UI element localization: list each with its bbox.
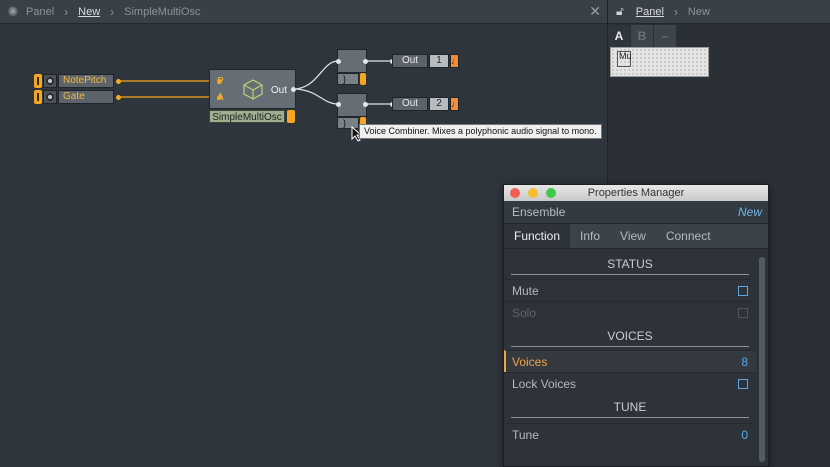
notepitch-pin[interactable]: [34, 74, 42, 88]
vc1-in-dot[interactable]: [336, 59, 341, 64]
voice-combiner-1-pin[interactable]: [360, 73, 366, 85]
mute-label: Mute: [512, 283, 539, 298]
chevron-right-icon: ›: [673, 4, 678, 19]
app-menu-icon[interactable]: ✺: [7, 3, 19, 19]
ensemble-name: New: [737, 205, 762, 219]
vc1-out-dot[interactable]: [363, 59, 368, 64]
osc-out-dot[interactable]: [291, 87, 296, 92]
wire-out-vc1: [292, 60, 339, 90]
mute-checkbox[interactable]: [738, 285, 748, 296]
notepitch-knob-icon[interactable]: [43, 74, 57, 88]
notepitch-out-dot[interactable]: [116, 79, 121, 84]
tune-label: Tune: [512, 427, 539, 442]
voices-label: Voices: [512, 354, 548, 369]
solo-label: Solo: [512, 305, 537, 320]
notepitch-module[interactable]: NotePitch: [34, 74, 114, 88]
gate-out-dot[interactable]: [116, 95, 121, 100]
breadcrumb-panel[interactable]: Panel: [26, 5, 55, 18]
solo-row: Solo: [504, 301, 756, 323]
breadcrumb-simplemultiosc: SimpleMultiOsc: [124, 5, 201, 18]
tab-view[interactable]: View: [620, 229, 646, 243]
vc2-in-dot[interactable]: [336, 102, 341, 107]
out-2-channel[interactable]: 2: [429, 97, 449, 111]
notepitch-label: NotePitch: [58, 74, 114, 88]
tab-a[interactable]: A: [608, 25, 630, 47]
minimize-window-icon[interactable]: [528, 188, 538, 198]
wires: [118, 60, 392, 105]
cube-icon: [243, 79, 263, 100]
section-tune: TUNE: [511, 394, 749, 418]
mu-element[interactable]: Mu: [617, 51, 632, 67]
out-2-module[interactable]: Out 2 ♩: [392, 97, 460, 111]
voices-value[interactable]: 8: [741, 354, 748, 369]
panel-view-tabs: A B –: [608, 25, 830, 47]
voice-combiner-1-label: }: [337, 73, 359, 85]
gate-knob-icon[interactable]: [43, 90, 57, 104]
mute-row[interactable]: Mute: [504, 279, 756, 301]
zoom-window-icon[interactable]: [546, 188, 556, 198]
chevron-right-icon: ›: [64, 4, 69, 19]
right-breadcrumb: 🔓︎ Panel › New: [608, 0, 830, 24]
voices-row[interactable]: Voices 8: [504, 350, 756, 372]
chevron-right-icon: ›: [110, 4, 115, 19]
note-icon: ♩: [450, 97, 460, 111]
tab-minus[interactable]: –: [654, 25, 676, 47]
tab-function[interactable]: Function: [504, 224, 571, 248]
breadcrumb-bar: ✺ Panel › New › SimpleMultiOsc ✕: [0, 0, 607, 24]
tooltip: Voice Combiner. Mixes a polyphonic audio…: [359, 124, 602, 139]
simplemultiosc-module[interactable]: P A Out: [209, 69, 296, 109]
port-p-dot[interactable]: [217, 79, 222, 84]
out-1-label: Out: [392, 54, 428, 68]
lock-voices-row[interactable]: Lock Voices: [504, 372, 756, 394]
tune-row[interactable]: Tune 0: [504, 423, 756, 445]
close-window-icon[interactable]: [510, 188, 520, 198]
section-voices: VOICES: [511, 323, 749, 347]
out-1-channel[interactable]: 1: [429, 54, 449, 68]
window-title: Properties Manager: [587, 187, 685, 199]
tune-value[interactable]: 0: [741, 427, 748, 442]
section-status: STATUS: [511, 251, 749, 275]
simplemultiosc-label: SimpleMultiOsc: [209, 110, 285, 123]
properties-manager-window: Properties Manager Ensemble New Function…: [503, 184, 769, 467]
tab-connect[interactable]: Connect: [665, 229, 711, 243]
lock-voices-label: Lock Voices: [512, 376, 577, 391]
panel-preview[interactable]: Mu: [610, 47, 709, 77]
ensemble-label: Ensemble: [512, 205, 566, 219]
solo-checkbox: [738, 307, 748, 318]
ensemble-row: Ensemble New: [504, 201, 768, 223]
voice-combiner-2-label: }: [337, 117, 359, 129]
right-breadcrumb-panel[interactable]: Panel: [635, 5, 664, 18]
out-2-label: Out: [392, 97, 428, 111]
tab-b[interactable]: B: [631, 25, 653, 47]
osc-out-label: Out: [270, 85, 287, 96]
simplemultiosc-pin[interactable]: [287, 110, 295, 123]
note-icon: ♩: [450, 54, 460, 68]
close-icon[interactable]: ✕: [589, 3, 601, 19]
properties-tabs: Function Info View Connect: [504, 223, 768, 249]
right-breadcrumb-new[interactable]: New: [687, 5, 710, 18]
voice-combiner-2-pin[interactable]: [360, 117, 366, 129]
gate-label: Gate: [58, 90, 114, 104]
lock-voices-checkbox[interactable]: [738, 378, 748, 389]
properties-body: STATUS Mute Solo VOICES Voices 8 Lock Vo…: [504, 251, 756, 466]
gate-module[interactable]: Gate: [34, 90, 114, 104]
out-1-module[interactable]: Out 1 ♩: [392, 54, 460, 68]
vc2-out-dot[interactable]: [363, 102, 368, 107]
properties-scrollbar[interactable]: [759, 257, 765, 462]
lock-icon[interactable]: 🔓︎: [616, 4, 624, 18]
wire-out-vc2: [292, 88, 339, 105]
gate-pin[interactable]: [34, 90, 42, 104]
tab-info[interactable]: Info: [580, 229, 601, 243]
window-titlebar[interactable]: Properties Manager: [504, 185, 768, 201]
breadcrumb-new[interactable]: New: [78, 5, 101, 18]
port-a-dot[interactable]: [217, 95, 222, 100]
